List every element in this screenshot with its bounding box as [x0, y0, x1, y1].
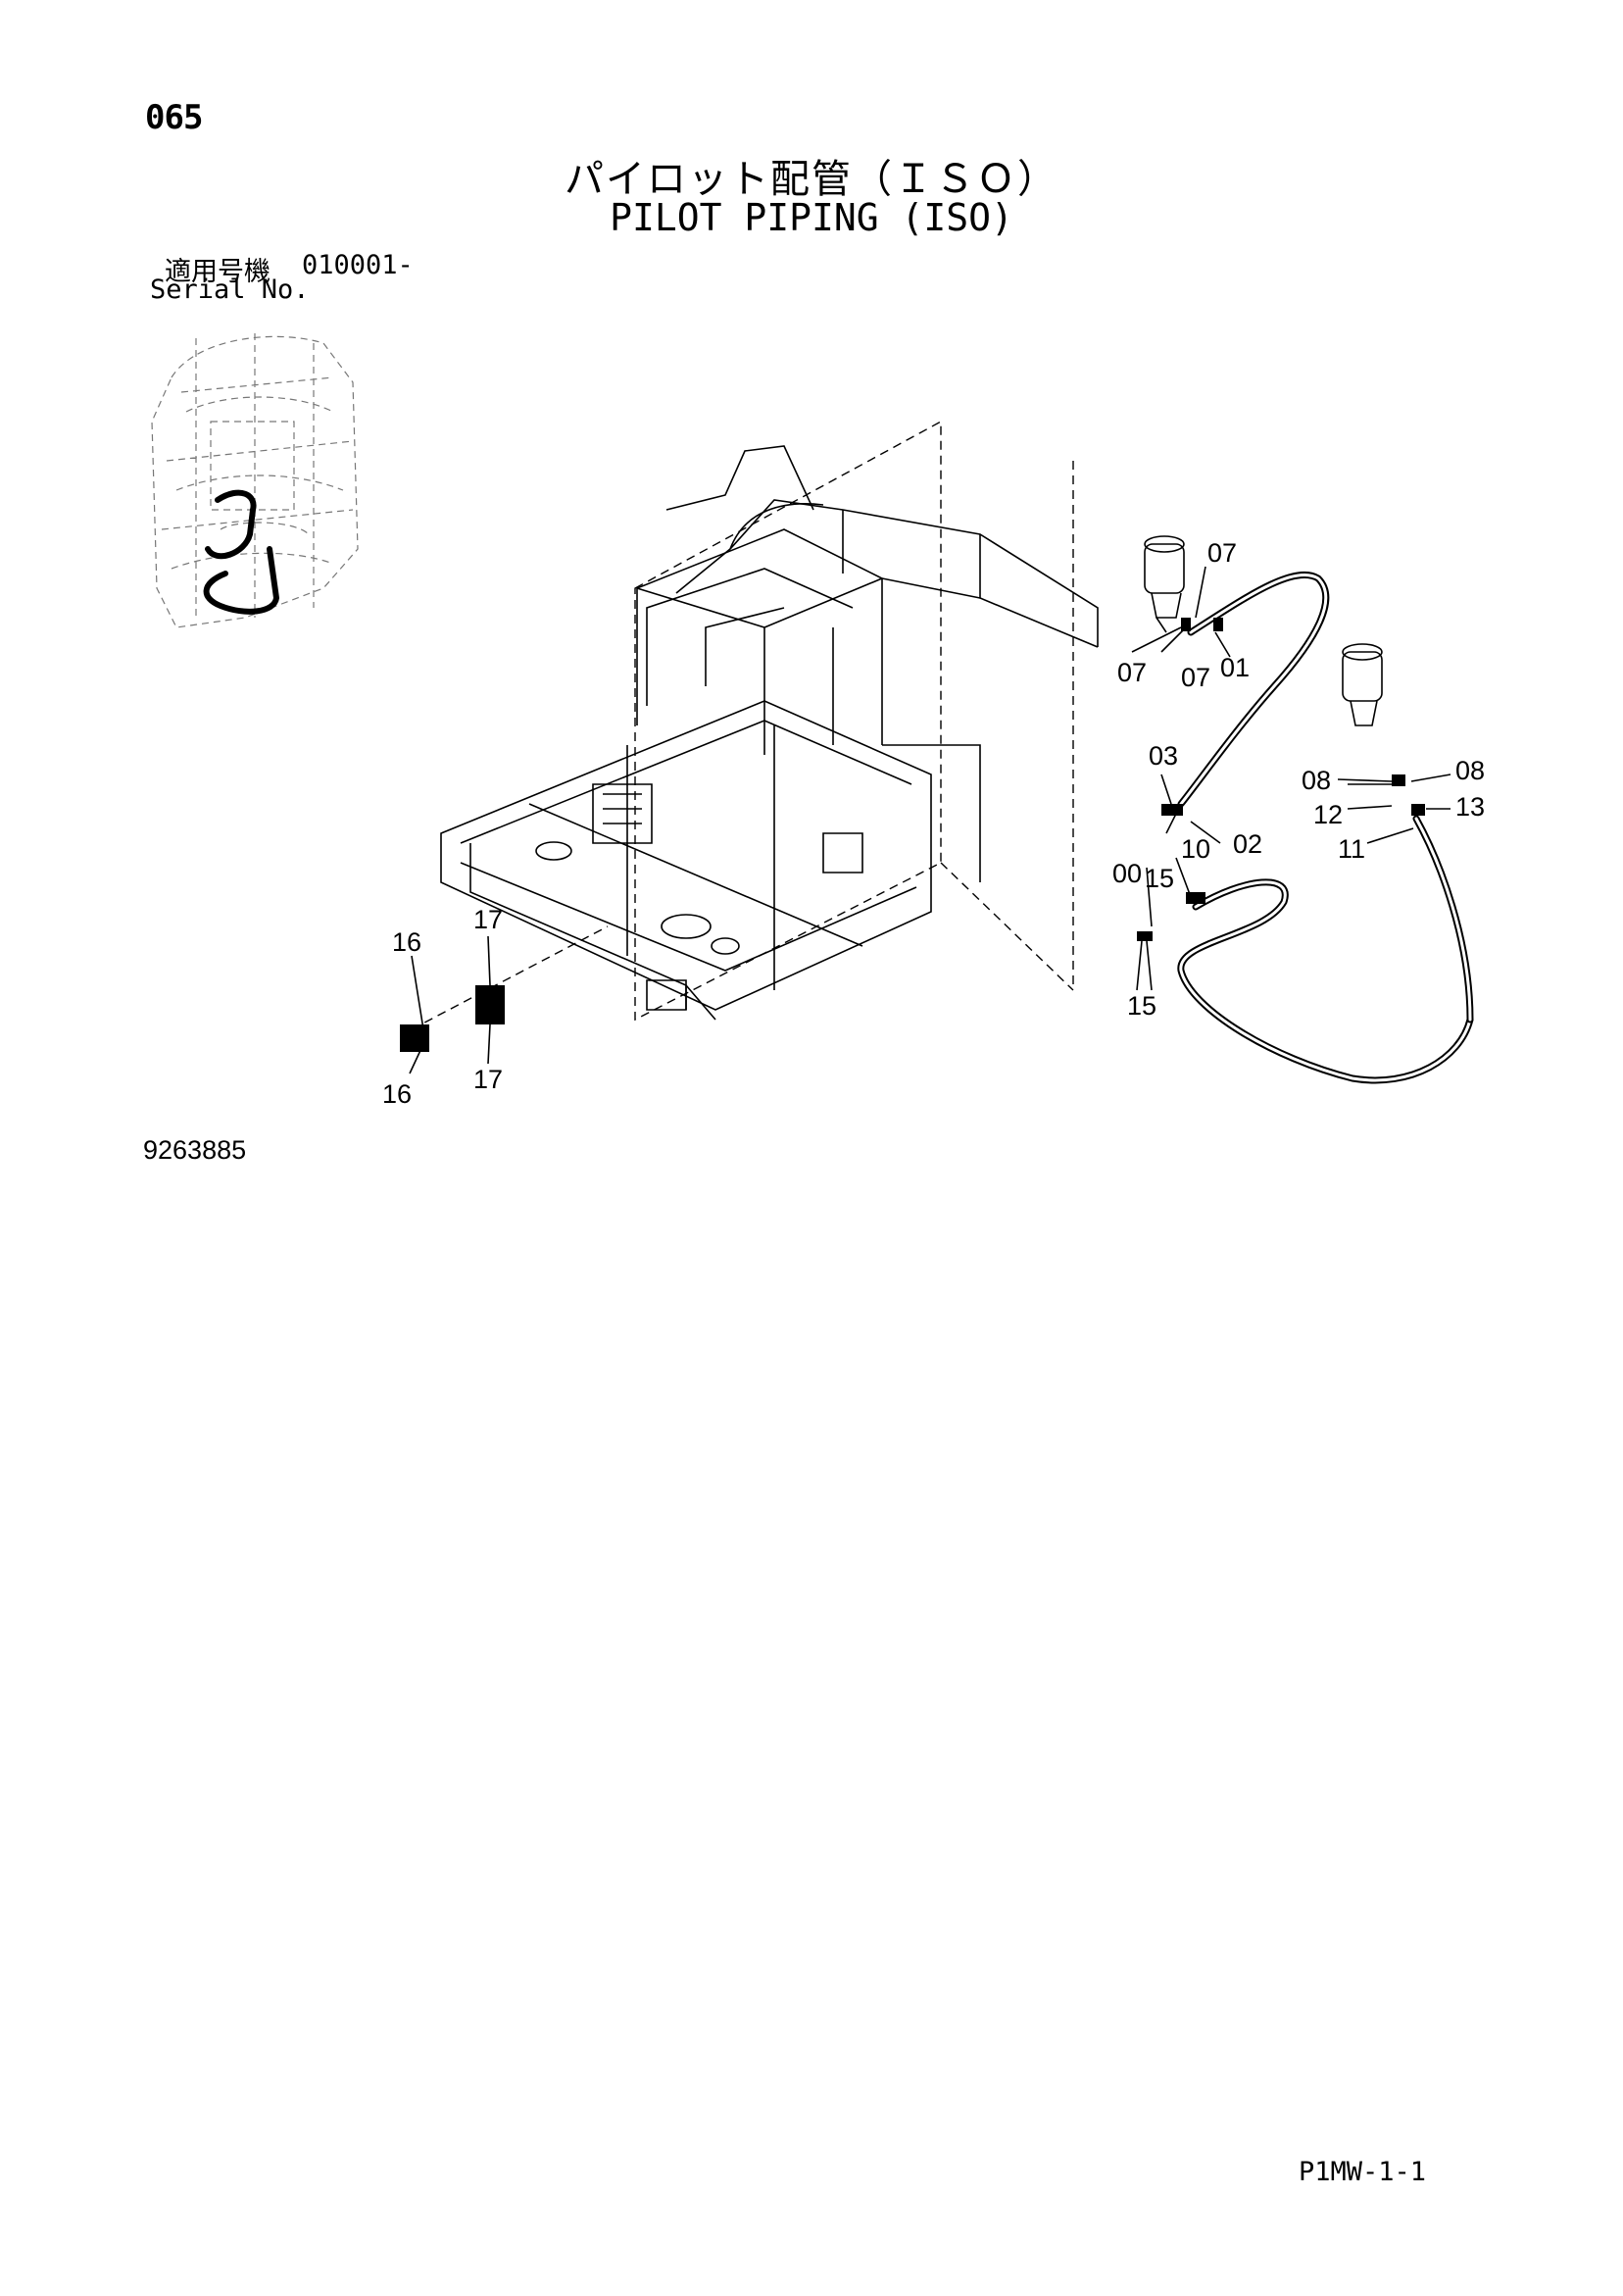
reference-planes — [411, 420, 1074, 1030]
callout-label: 08 — [1455, 756, 1485, 785]
page-number: 065 — [145, 98, 203, 137]
callout-label: 08 — [1302, 766, 1331, 795]
cab-floor-frame — [440, 445, 1099, 1021]
page-title-japanese: パイロット配管（ＩＳＯ） — [565, 157, 1058, 202]
leader-lines — [409, 566, 1451, 1074]
callout-label: 13 — [1455, 792, 1485, 822]
callout-label: 15 — [1127, 991, 1156, 1021]
callout-label: 11 — [1338, 834, 1365, 864]
callout-label: 02 — [1233, 829, 1262, 859]
callout-label: 03 — [1149, 741, 1178, 771]
hose-fittings — [400, 618, 1425, 1052]
callout-label: 00 — [1112, 859, 1142, 888]
pilot-valve-right — [1342, 643, 1383, 726]
callout-label: 16 — [392, 927, 421, 957]
callout-labels: 07 07 07 01 03 02 00 10 15 15 08 08 12 1… — [382, 538, 1485, 1109]
page-code: P1MW-1-1 — [1299, 2157, 1427, 2187]
serial-label-english: Serial No. — [150, 275, 310, 305]
drawing-number: 9263885 — [143, 1135, 247, 1165]
locator-thumbnail — [151, 333, 359, 628]
callout-label: 01 — [1220, 653, 1250, 682]
callout-label: 10 — [1181, 834, 1210, 864]
callout-label: 17 — [473, 1065, 503, 1094]
callout-label: 07 — [1181, 663, 1210, 692]
callout-label: 07 — [1117, 658, 1147, 687]
callout-label: 16 — [382, 1079, 412, 1109]
callout-label: 12 — [1313, 800, 1343, 829]
serial-label-japanese: 適用号機 — [165, 257, 270, 287]
callout-label: 15 — [1145, 864, 1174, 893]
pilot-valve-left — [1144, 535, 1185, 633]
callout-label: 07 — [1207, 538, 1237, 568]
page-title-english: PILOT PIPING (ISO) — [610, 196, 1013, 239]
callout-label: 17 — [473, 905, 503, 934]
hose-bundle-left — [1177, 571, 1474, 1084]
hose-bundle-right — [1412, 815, 1474, 1023]
serial-value: 010001- — [302, 250, 414, 280]
